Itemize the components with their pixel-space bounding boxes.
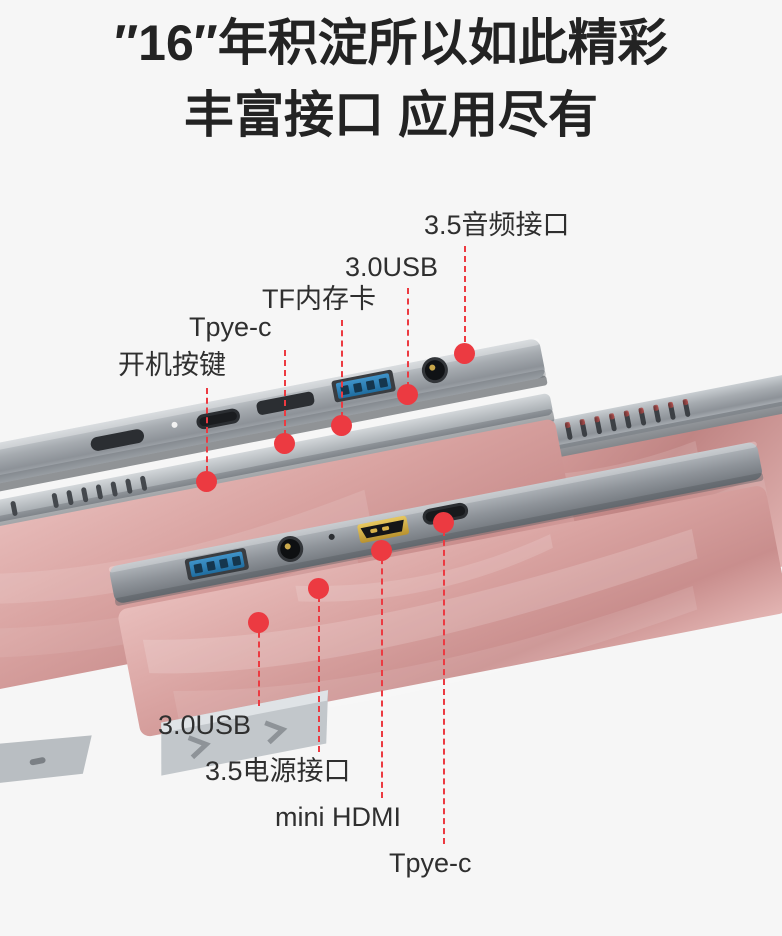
callout-label-usb-3-0-lower: 3.0USB [158, 710, 252, 740]
dc-power-jack-port [277, 536, 304, 563]
callout-label-mini-hdmi: mini HDMI [275, 802, 401, 832]
leader-line-dc-power-jack [318, 586, 320, 752]
callout-dot-type-c-lower [433, 512, 454, 533]
callout-label-dc-power-jack: 3.5电源接口 [205, 756, 351, 786]
leader-line-audio-jack [464, 246, 466, 352]
callout-label-power-button: 开机按键 [118, 350, 226, 380]
callout-dot-power-button [196, 471, 217, 492]
leader-line-power-button [206, 388, 208, 472]
leader-line-tf-card [341, 320, 343, 418]
callout-dot-type-c-upper [274, 433, 295, 454]
device-foot-left [0, 735, 92, 787]
callout-dot-mini-hdmi [371, 540, 392, 561]
headline-line-1: ″16″年积淀所以如此精彩 [114, 15, 668, 71]
callout-dot-tf-card [331, 415, 352, 436]
leader-line-mini-hdmi [381, 548, 383, 798]
callout-label-type-c-upper: Tpye-c [189, 312, 272, 342]
callout-dot-usb-3-0-upper [397, 384, 418, 405]
callout-dot-dc-power-jack [308, 578, 329, 599]
device-kickstand [161, 690, 329, 776]
mini-hdmi-port [357, 515, 410, 543]
speaker-grille-left [10, 475, 148, 516]
callout-label-audio-jack: 3.5音频接口 [424, 210, 570, 240]
callout-dot-audio-jack [454, 343, 475, 364]
leader-line-usb-3-0-lower [258, 622, 260, 706]
usb-3-0-port-lower [184, 548, 249, 581]
callout-label-type-c-lower: Tpye-c [389, 848, 472, 878]
headline-line-2: 丰富接口 应用尽有 [184, 87, 598, 143]
leader-line-usb-3-0-upper [407, 288, 409, 388]
device-lower-body [118, 486, 782, 737]
leader-line-type-c-upper [284, 350, 286, 436]
callout-dot-usb-3-0-lower [248, 612, 269, 633]
device-upper-port-edge [0, 338, 548, 507]
power-button-port [90, 429, 145, 451]
leader-line-type-c-lower [443, 520, 445, 844]
callout-label-usb-3-0-upper: 3.0USB [345, 252, 439, 282]
audio-jack-port [421, 357, 448, 384]
callout-label-tf-card: TF内存卡 [262, 284, 376, 314]
